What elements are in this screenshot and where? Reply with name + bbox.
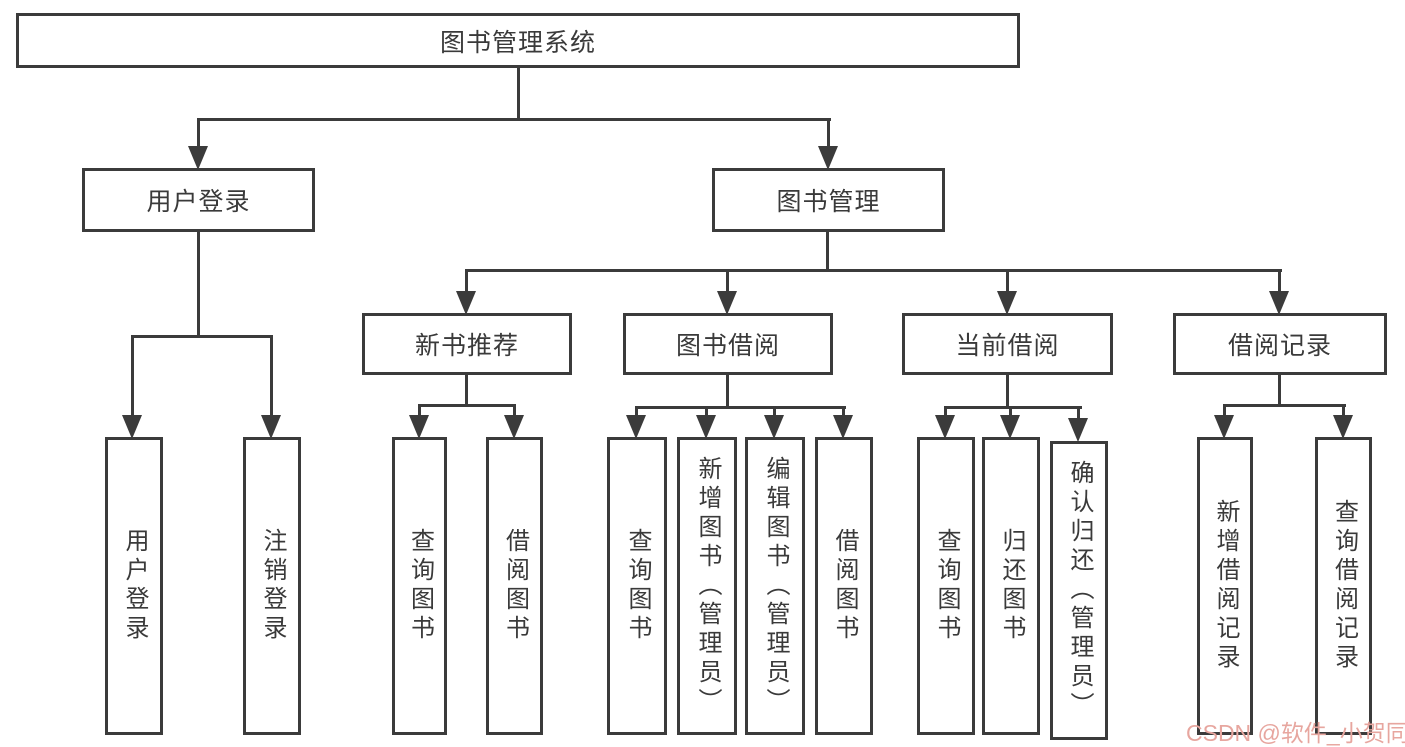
connector-stem-borrow-leaf3 bbox=[773, 406, 776, 422]
node-confirm-return-admin: 确认归还（管理员） bbox=[1050, 441, 1108, 740]
node-borrowing-records: 借阅记录 bbox=[1173, 313, 1387, 375]
arrowhead-current-leaf2 bbox=[1000, 415, 1020, 439]
connector-borrowing-hbar bbox=[635, 406, 846, 409]
connector-user-hbar bbox=[131, 335, 273, 338]
node-query-borrow-record: 查询借阅记录 bbox=[1315, 437, 1372, 735]
node-query-books-current: 查询图书 bbox=[917, 437, 975, 735]
node-borrow-books-recommend: 借阅图书 bbox=[486, 437, 543, 735]
connector-stem-current bbox=[1006, 269, 1009, 297]
connector-stem-borrow-leaf1 bbox=[635, 406, 638, 422]
connector-stem-recommend-leaf1 bbox=[418, 404, 421, 422]
arrowhead-current bbox=[997, 291, 1017, 315]
node-query-books-recommend: 查询图书 bbox=[392, 437, 447, 735]
arrowhead-borrowing bbox=[717, 291, 737, 315]
connector-stem-records-leaf1 bbox=[1223, 404, 1226, 422]
arrowhead-user-login bbox=[188, 146, 208, 170]
arrowhead-records-leaf1 bbox=[1214, 415, 1234, 439]
connector-stem-user-login bbox=[197, 118, 200, 150]
connector-root-hbar bbox=[197, 118, 831, 121]
connector-records-hbar bbox=[1223, 404, 1346, 407]
node-edit-books-admin: 编辑图书（管理员） bbox=[745, 437, 805, 735]
arrowhead-current-leaf1 bbox=[935, 415, 955, 439]
node-query-books-borrowing: 查询图书 bbox=[607, 437, 667, 735]
connector-stem-borrowing bbox=[726, 269, 729, 297]
connector-recommend-hbar bbox=[418, 404, 516, 407]
node-borrow-books: 借阅图书 bbox=[815, 437, 873, 735]
connector-stem-current-leaf1 bbox=[944, 406, 947, 422]
node-return-books: 归还图书 bbox=[982, 437, 1040, 735]
arrowhead-borrow-leaf4 bbox=[833, 415, 853, 439]
node-add-books-admin: 新增图书（管理员） bbox=[677, 437, 737, 735]
arrowhead-records bbox=[1269, 291, 1289, 315]
csdn-watermark: CSDN @软件_小贺同学 bbox=[1186, 720, 1405, 746]
connector-stem-records bbox=[1278, 269, 1281, 297]
arrowhead-logout-leaf bbox=[261, 415, 281, 439]
node-book-borrowing: 图书借阅 bbox=[623, 313, 833, 375]
arrowhead-borrow-leaf3 bbox=[764, 415, 784, 439]
arrowhead-login-leaf bbox=[122, 415, 142, 439]
arrowhead-borrow-leaf1 bbox=[626, 415, 646, 439]
connector-stem-recommend-leaf2 bbox=[513, 404, 516, 422]
connector-recommend-stem bbox=[465, 375, 468, 407]
arrowhead-records-leaf2 bbox=[1333, 415, 1353, 439]
node-logout: 注销登录 bbox=[243, 437, 301, 735]
connector-stem-login-leaf bbox=[131, 335, 134, 419]
node-user-login-branch: 用户登录 bbox=[82, 168, 315, 232]
node-current-borrowing: 当前借阅 bbox=[902, 313, 1113, 375]
arrowhead-recommend bbox=[456, 291, 476, 315]
arrowhead-recommend-leaf2 bbox=[504, 415, 524, 439]
connector-current-stem bbox=[1006, 375, 1009, 409]
connector-stem-recommend bbox=[465, 269, 468, 297]
connector-borrowing-stem bbox=[726, 375, 729, 409]
node-user-login: 用户登录 bbox=[105, 437, 163, 735]
connector-mgmt-stem bbox=[826, 232, 829, 272]
arrowhead-borrow-leaf2 bbox=[696, 415, 716, 439]
node-new-book-recommendation: 新书推荐 bbox=[362, 313, 572, 375]
connector-records-stem bbox=[1278, 375, 1281, 407]
node-add-borrow-record: 新增借阅记录 bbox=[1197, 437, 1253, 735]
connector-current-hbar bbox=[944, 406, 1082, 409]
connector-stem-borrow-leaf4 bbox=[842, 406, 845, 422]
connector-stem-borrow-leaf2 bbox=[705, 406, 708, 422]
node-book-management: 图书管理 bbox=[712, 168, 945, 232]
arrowhead-recommend-leaf1 bbox=[409, 415, 429, 439]
connector-stem-logout-leaf bbox=[270, 335, 273, 419]
connector-stem-book-management bbox=[827, 118, 830, 150]
connector-mgmt-hbar bbox=[465, 269, 1282, 272]
connector-stem-records-leaf2 bbox=[1342, 404, 1345, 422]
connector-stem-current-leaf2 bbox=[1009, 406, 1012, 422]
connector-user-stem bbox=[197, 232, 200, 338]
connector-root-stem bbox=[517, 67, 520, 121]
node-library-management-system: 图书管理系统 bbox=[16, 13, 1020, 68]
arrowhead-book-management bbox=[818, 146, 838, 170]
connector-stem-current-leaf3 bbox=[1077, 406, 1080, 422]
arrowhead-current-leaf3 bbox=[1068, 418, 1088, 442]
